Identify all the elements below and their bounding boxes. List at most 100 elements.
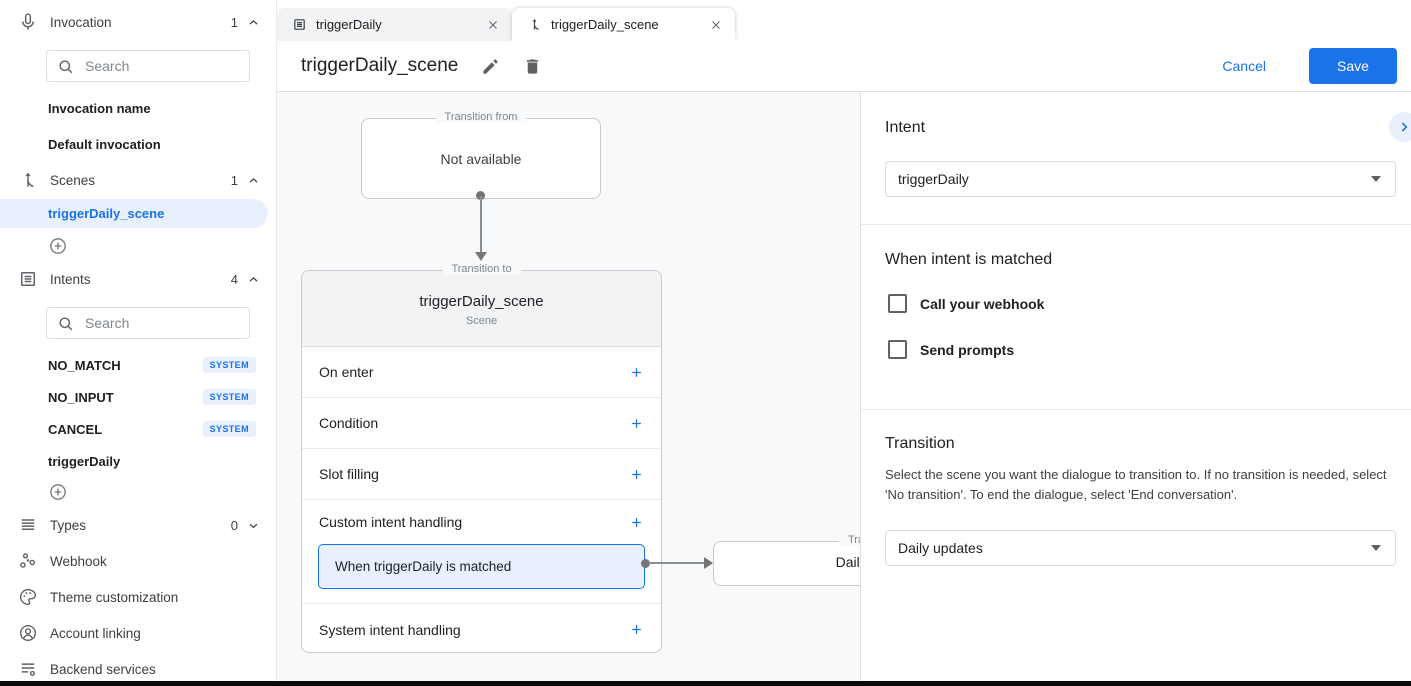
transition-select[interactable]: Daily updates (885, 530, 1396, 566)
scene-card: Transition to triggerDaily_scene Scene O… (301, 263, 662, 655)
section-count: 1 (230, 14, 238, 30)
delete-icon[interactable] (523, 57, 542, 76)
scene-row-on-enter[interactable]: On enter (302, 347, 661, 398)
sidebar-item-cancel-intent[interactable]: CANCEL SYSTEM (48, 419, 256, 439)
chevron-up-icon[interactable] (247, 16, 260, 29)
section-count: 1 (230, 172, 238, 188)
section-label: Scenes (50, 172, 96, 188)
checkbox-label: Send prompts (920, 341, 1015, 358)
intent-icon (292, 17, 307, 32)
close-icon[interactable] (709, 18, 723, 32)
custom-intent-handling-header[interactable]: Custom intent handling (302, 500, 661, 544)
sidebar-item-invocation-name[interactable]: Invocation name (48, 100, 151, 116)
section-count: 4 (230, 271, 238, 287)
invocation-search-input[interactable] (83, 57, 217, 75)
add-scene-button[interactable] (48, 236, 68, 256)
sidebar-item-webhook[interactable]: Webhook (18, 549, 260, 573)
add-icon[interactable] (629, 467, 644, 482)
intent-details-panel: Intent triggerDaily When intent is match… (860, 92, 1411, 686)
chevron-up-icon[interactable] (247, 273, 260, 286)
transition-from-box: Transition from Not available (361, 111, 601, 199)
connector-line-vertical (480, 196, 482, 252)
transition-to-legend: Transition to (838, 534, 860, 546)
transition-heading: Transition (885, 435, 955, 452)
scene-row-system-intent-handling[interactable]: System intent handling (302, 604, 661, 655)
save-button[interactable]: Save (1309, 48, 1397, 84)
sidebar-item-account-linking[interactable]: Account linking (18, 621, 260, 645)
section-count: 0 (230, 517, 238, 533)
add-icon[interactable] (629, 365, 644, 380)
page-header: triggerDaily_scene Cancel Save (277, 41, 1411, 92)
intents-search-input[interactable] (83, 314, 217, 332)
intents-icon (18, 269, 38, 289)
chevron-down-icon[interactable] (247, 519, 260, 532)
search-icon (57, 315, 74, 332)
sidebar: Invocation 1 Invocation name Default inv… (0, 0, 277, 686)
scene-row-slot-filling[interactable]: Slot filling (302, 449, 661, 500)
sidebar-item-triggerdaily-intent[interactable]: triggerDaily (48, 453, 121, 469)
add-icon[interactable] (629, 416, 644, 431)
checkbox-unchecked[interactable] (888, 340, 907, 359)
scene-card-title: triggerDaily_scene (419, 293, 544, 310)
divider (861, 409, 1411, 410)
scene-row-condition[interactable]: Condition (302, 398, 661, 449)
checkbox-unchecked[interactable] (888, 294, 907, 313)
scene-card-header: triggerDaily_scene Scene (302, 271, 661, 347)
matched-intent-item[interactable]: When triggerDaily is matched (318, 544, 645, 589)
intent-select[interactable]: triggerDaily (885, 161, 1396, 197)
microphone-icon (18, 12, 38, 32)
tab-triggerdaily[interactable]: triggerDaily (277, 8, 512, 41)
tab-label: triggerDaily (316, 17, 382, 32)
sidebar-section-types[interactable]: Types 0 (18, 513, 260, 537)
sidebar-section-invocation[interactable]: Invocation 1 (18, 10, 260, 34)
scene-card-subtitle: Scene (465, 315, 498, 327)
sidebar-item-theme-customization[interactable]: Theme customization (18, 585, 260, 609)
tab-label: triggerDaily_scene (551, 17, 659, 32)
system-badge: SYSTEM (202, 389, 256, 405)
scene-diagram-canvas[interactable]: Transition from Not available Transition… (277, 92, 860, 686)
item-label: Theme customization (50, 589, 179, 605)
add-intent-button[interactable] (48, 482, 68, 502)
intent-select-value: triggerDaily (898, 171, 969, 187)
transition-description: Select the scene you want the dialogue t… (885, 467, 1387, 502)
send-prompts-checkbox-row[interactable]: Send prompts (885, 340, 1396, 359)
add-icon[interactable] (629, 515, 644, 530)
sidebar-section-intents[interactable]: Intents 4 (18, 267, 260, 291)
palette-icon (18, 587, 38, 607)
cancel-button[interactable]: Cancel (1216, 57, 1272, 75)
intents-search[interactable] (46, 307, 250, 339)
edit-icon[interactable] (481, 57, 500, 76)
sidebar-item-no-match[interactable]: NO_MATCH SYSTEM (48, 355, 256, 375)
caret-down-icon (1371, 545, 1381, 551)
intent-heading: Intent (885, 119, 926, 136)
sidebar-item-default-invocation[interactable]: Default invocation (48, 136, 161, 152)
sidebar-item-no-input[interactable]: NO_INPUT SYSTEM (48, 387, 256, 407)
sidebar-item-backend-services[interactable]: Backend services (18, 657, 260, 681)
item-label: Webhook (50, 553, 107, 569)
system-badge: SYSTEM (202, 357, 256, 373)
add-icon[interactable] (629, 622, 644, 637)
tab-triggerdaily-scene[interactable]: triggerDaily_scene (512, 8, 735, 41)
content-area: Transition from Not available Transition… (277, 92, 1411, 686)
close-icon[interactable] (486, 18, 500, 32)
invocation-search[interactable] (46, 50, 250, 82)
transition-from-legend: Transition from (435, 111, 527, 123)
transition-target-value: Daily updates (835, 554, 860, 570)
transition-from-value: Not available (440, 151, 522, 167)
caret-down-icon (1371, 176, 1381, 182)
sidebar-item-triggerdaily-scene[interactable]: triggerDaily_scene (0, 199, 268, 228)
chevron-up-icon[interactable] (247, 174, 260, 187)
transition-to-legend: Transition to (442, 263, 521, 275)
when-matched-heading: When intent is matched (885, 251, 1053, 268)
section-label: Types (50, 517, 87, 533)
webhook-icon (18, 551, 38, 571)
collapse-panel-button[interactable] (1389, 112, 1411, 142)
page-title: triggerDaily_scene (301, 55, 459, 76)
transition-target-box: Transition to Daily updates (713, 534, 860, 586)
call-webhook-checkbox-row[interactable]: Call your webhook (885, 294, 1396, 313)
divider (861, 224, 1411, 225)
sidebar-section-scenes[interactable]: Scenes 1 (18, 168, 260, 192)
scene-row-custom-intent-handling: Custom intent handling When triggerDaily… (302, 500, 661, 604)
section-label: Invocation (50, 14, 112, 30)
arrowhead-down-icon (475, 252, 487, 261)
